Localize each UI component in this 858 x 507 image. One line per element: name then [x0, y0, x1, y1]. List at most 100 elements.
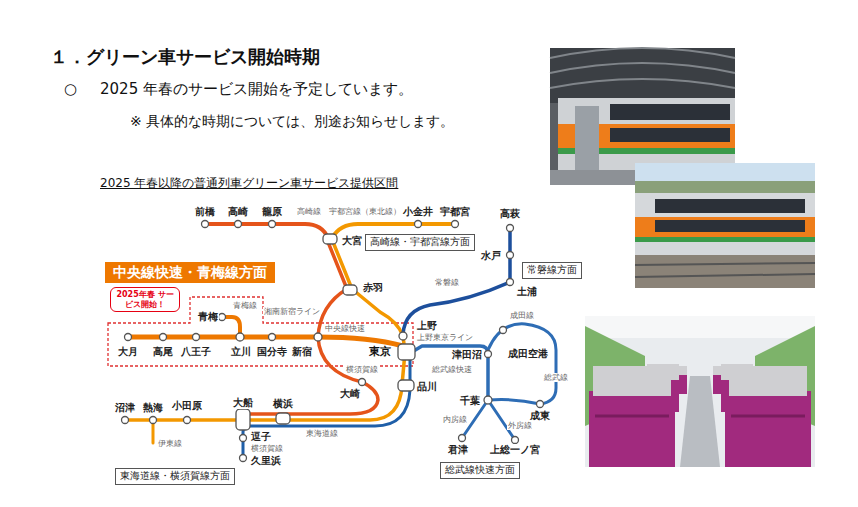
station-dots	[323, 234, 337, 244]
station-name: 水戸	[480, 250, 502, 262]
station-name: 小金井	[402, 206, 434, 218]
station-dots	[343, 285, 357, 295]
station-dots	[500, 327, 507, 334]
station-name: 赤羽	[362, 282, 384, 294]
map-title: 2025 年春以降の普通列車グリーン車サービス提供区間	[100, 177, 398, 191]
station-name: 上野	[416, 320, 438, 332]
station-name: 上総一ノ宮	[489, 444, 541, 456]
interior-photo	[585, 316, 815, 467]
line-name: 成田線	[509, 311, 535, 320]
station-name: 成田空港	[507, 348, 549, 360]
station-dots	[398, 380, 414, 391]
direction-box: 東海道線・横須賀線方面	[115, 468, 235, 485]
station-name: 土浦	[516, 286, 538, 298]
station-dots	[507, 279, 514, 286]
interior-photo	[585, 316, 815, 467]
station-name: 成東	[529, 410, 551, 422]
rail-lines	[412, 346, 488, 400]
station-dots	[398, 344, 415, 360]
train-photo	[610, 128, 730, 142]
station-dots	[507, 225, 514, 232]
station-name: 高萩	[499, 208, 521, 220]
train-photo	[575, 106, 599, 170]
station-dots	[240, 455, 247, 462]
station-dots	[415, 221, 422, 228]
note-text: ※ 具体的な時期については、別途お知らせします。	[130, 113, 454, 129]
station-dots	[537, 401, 544, 408]
station-dots	[276, 413, 290, 424]
station-dots	[484, 396, 492, 404]
train-photo	[610, 104, 730, 120]
station-name: 籠原	[261, 206, 283, 218]
station-dots	[452, 221, 459, 228]
line-name: 総武線快速	[431, 365, 473, 374]
direction-band: 中央線快速・青梅線方面	[105, 262, 275, 283]
station-name: 東京	[368, 346, 392, 359]
body-text: 2025 年春のサービス開始を予定しています。	[100, 81, 413, 98]
station-name: 大宮	[341, 235, 363, 247]
station-name: 大月	[117, 346, 139, 358]
line-name: 伊東線	[157, 439, 183, 448]
station-name: 逗子	[250, 431, 272, 443]
station-name: 高崎	[227, 206, 249, 218]
line-name: 中央線快速	[324, 324, 366, 333]
train-photo	[558, 98, 735, 170]
rail-lines	[243, 352, 410, 458]
station-name: 沼津	[114, 402, 136, 414]
station-name: 熱海	[142, 402, 164, 414]
line-name: 東海道線	[305, 429, 339, 438]
direction-box: 常磐線方面	[522, 262, 582, 279]
station-name: 大船	[232, 397, 254, 409]
section-heading: １．グリーン車サービス開始時期	[50, 47, 320, 68]
interior-photo	[725, 391, 811, 467]
station-name: 千葉	[459, 395, 481, 407]
train-photo	[550, 48, 735, 88]
station-dots	[459, 435, 466, 442]
line-name: 常磐線	[434, 278, 460, 287]
station-name: 宇都宮	[439, 206, 471, 218]
station-name: 品川	[416, 381, 438, 393]
line-name: 総武線	[543, 373, 569, 382]
train-photo	[655, 220, 805, 232]
station-dots	[269, 221, 276, 228]
train-photo	[635, 163, 815, 288]
station-dots	[359, 379, 366, 386]
train-photo	[635, 263, 815, 277]
direction-box: 高崎線・宇都宮線方面	[365, 234, 475, 251]
station-name: 久里浜	[250, 455, 282, 467]
node-text: 総武線快速方面	[445, 464, 515, 477]
station-dots	[236, 409, 250, 430]
line-name: 上野東京ライン	[416, 333, 474, 342]
train-photo	[635, 163, 815, 288]
station-name: 新宿	[291, 346, 313, 358]
line-name: 外房線	[507, 421, 533, 430]
station-dots	[485, 351, 492, 358]
node-text: 2025年春 サービス開始！	[114, 290, 176, 309]
station-dots	[150, 417, 157, 424]
station-dots	[507, 252, 514, 259]
station-dots	[512, 437, 519, 444]
train-photo	[635, 193, 815, 255]
station-dots	[269, 334, 276, 341]
rail-lines	[488, 400, 540, 405]
station-name: 青梅	[197, 311, 219, 323]
line-name: 湘南新宿ライン	[263, 307, 321, 316]
station-dots	[160, 334, 167, 341]
rail-lines	[205, 224, 328, 238]
rail-lines	[488, 324, 556, 404]
line-name: 横須賀線	[345, 365, 379, 374]
line-name: 宇都宮線（東北線）	[328, 207, 402, 216]
station-dots	[202, 221, 209, 228]
station-name: 前橋	[194, 206, 216, 218]
train-photo	[635, 255, 815, 288]
station-dots	[193, 334, 200, 341]
node-text: 高崎線・宇都宮線方面	[370, 236, 470, 249]
bullet-mark: ○	[64, 81, 77, 98]
rail-lines	[128, 337, 403, 346]
station-name: 横浜	[272, 398, 294, 410]
node-text: 東海道線・横須賀線方面	[120, 470, 230, 483]
station-dots	[125, 334, 132, 341]
direction-box: 総武線快速方面	[440, 462, 520, 479]
